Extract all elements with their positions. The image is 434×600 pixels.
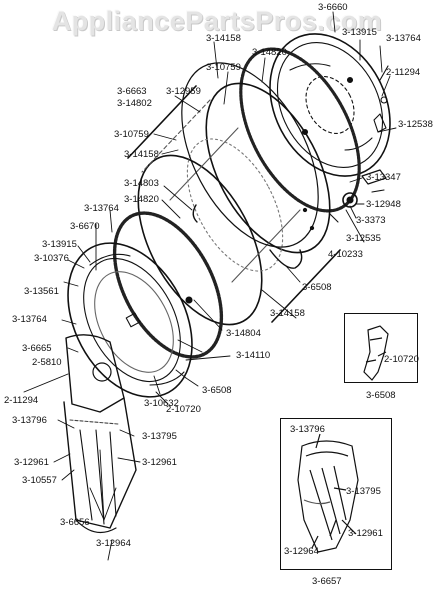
part-label: 3-12961 [142,457,177,468]
part-label: 3-12964 [96,538,131,549]
part-label: 2-10720 [166,404,201,415]
part-label: 3-6508 [302,282,332,293]
watermark-logo: AppliancePartsPros.com [51,6,383,36]
inset-box-clip [344,313,418,383]
rear-bulkhead-part [269,33,391,177]
part-label: 3-13796 [12,415,47,426]
drum-belt-part [181,62,319,248]
part-label: 3-13764 [386,33,421,44]
part-label: 3-12535 [346,233,381,244]
lint-duct-part [63,334,137,534]
part-label: 3-10632 [144,398,179,409]
part-label: 3-12964 [284,546,319,557]
part-label: 3-12961 [14,457,49,468]
part-label: 3-10759 [114,129,149,140]
part-label: 3-13561 [24,286,59,297]
part-label: 3-6670 [70,221,100,232]
part-label: 2-11294 [386,67,421,78]
part-label: 3-12959 [166,86,201,97]
part-label: 3-14804 [226,328,261,339]
rear-hardware-parts [329,65,389,223]
part-label: 3-14803 [124,178,159,189]
part-label: 4-10233 [328,249,363,260]
part-label: 3-3373 [356,215,386,226]
part-label: 3-6508 [366,390,396,401]
front-felt-seal-part [112,211,224,359]
part-label: 3-12538 [398,119,433,130]
part-label: 3-12961 [348,528,383,539]
inset-clip-drawing [363,325,389,381]
part-label: 3-13764 [12,314,47,325]
part-label: 3-10557 [22,475,57,486]
drum-part [127,82,341,326]
part-label: 3-13795 [142,431,177,442]
front-bulkhead-part [67,242,193,398]
part-label: 2-10720 [384,354,419,365]
part-label: 3-14820 [124,194,159,205]
inset-lint-duct-drawing [297,433,359,553]
part-label: 3-13347 [366,172,401,183]
part-label: 3-14158 [124,149,159,160]
part-label: 3-14158 [270,308,305,319]
part-label: 3-14802 [117,98,152,109]
part-label: 3-6657 [312,576,342,587]
inset-box-lint-duct [280,418,392,570]
part-label: 3-6508 [202,385,232,396]
part-label: 3-6663 [117,86,147,97]
rear-felt-seal-part [239,47,361,213]
part-label: 2-5810 [32,357,62,368]
part-label: 3-6660 [318,2,348,13]
part-label: 3-12948 [366,199,401,210]
part-label: 3-10376 [34,253,69,264]
part-label: 3-14820 [252,47,287,58]
part-label: 3-13915 [42,239,77,250]
part-label: 3-13796 [290,424,325,435]
leader-lines [23,11,397,561]
part-label: 3-13795 [346,486,381,497]
part-label: 3-13915 [342,27,377,38]
part-label: 3-14158 [206,33,241,44]
part-label: 2-11294 [4,395,39,406]
part-label: 3-6665 [22,343,52,354]
part-label: 3-13764 [84,203,119,214]
part-label: 3-14110 [236,350,271,361]
part-label: 3-6656 [60,517,90,528]
part-label: 3-10759 [206,62,241,73]
